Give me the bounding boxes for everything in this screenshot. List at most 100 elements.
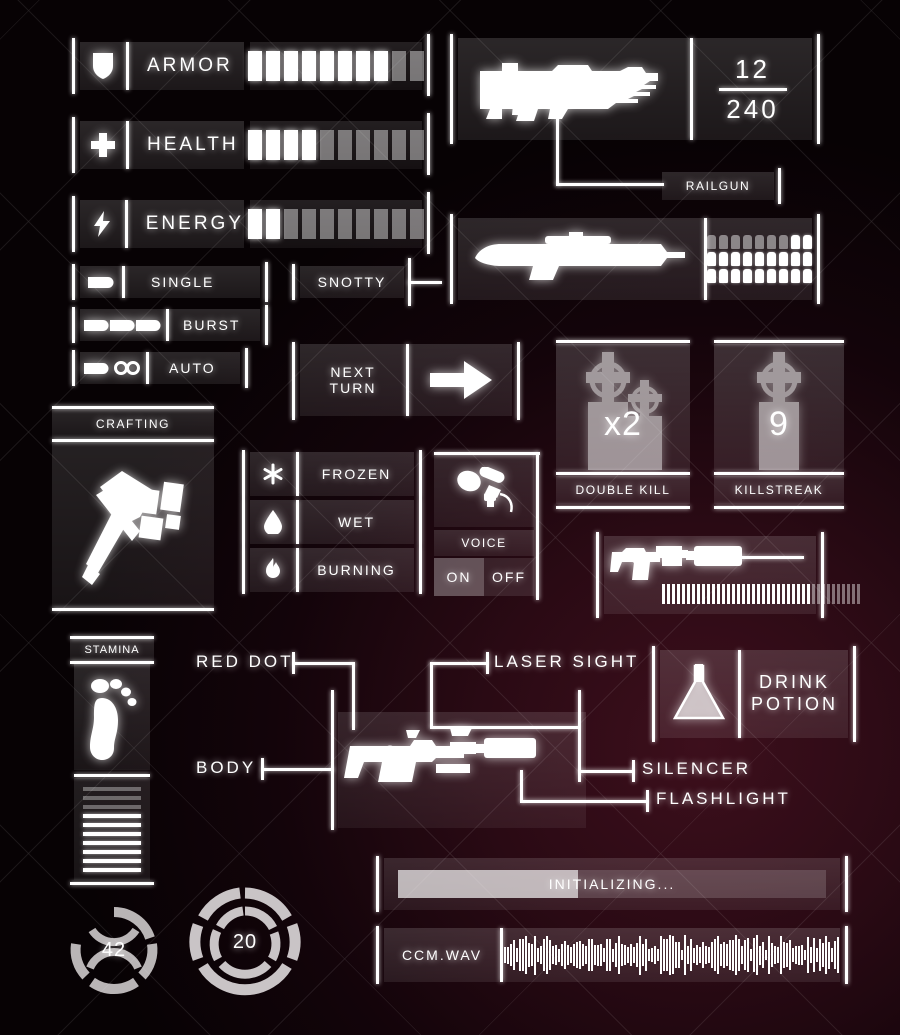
flashlight-leader-tick — [646, 790, 649, 812]
ammo-tick — [672, 584, 675, 604]
mid-rule — [556, 472, 690, 475]
gauge-left[interactable]: 42 — [64, 900, 164, 1000]
segment — [410, 130, 424, 160]
waveform-bar — [510, 944, 512, 966]
right-cap — [427, 113, 430, 175]
status-label-frozen: FROZEN — [321, 466, 392, 482]
stat-row-health[interactable]: HEALTH — [72, 113, 430, 175]
weapon-panel-sniper[interactable] — [450, 214, 820, 304]
single-plate: SINGLE — [80, 266, 260, 298]
waveform-bar — [678, 941, 680, 969]
segment — [374, 209, 388, 239]
waveform-bar — [651, 947, 653, 963]
waveform-bar — [705, 945, 707, 965]
ammo-tick — [722, 584, 725, 604]
waveform-bar — [735, 935, 737, 975]
gauge-right[interactable]: 20 — [188, 885, 302, 999]
waveform-bar — [642, 944, 644, 966]
waveform-bar — [720, 943, 722, 967]
voice-switch[interactable]: ON OFF — [434, 558, 534, 596]
fire-mode-label-single: SINGLE — [151, 274, 215, 290]
player-tag[interactable]: SNOTTY — [292, 258, 442, 306]
waveform-bar — [837, 936, 839, 974]
waveform-bar — [513, 940, 515, 970]
silencer-leader-tick — [632, 760, 635, 782]
waveform-bar — [627, 947, 629, 963]
waveform-bar — [588, 939, 590, 971]
red-dot-leader-v — [352, 662, 355, 730]
waveform-bar — [804, 949, 806, 961]
weapon-panel-railgun[interactable]: 12 240 — [450, 34, 820, 144]
segment — [302, 130, 316, 160]
status-effect-burning[interactable]: BURNING — [242, 546, 422, 594]
crafting-top-rule — [52, 406, 214, 409]
fire-mode-single[interactable]: SINGLE — [72, 262, 268, 302]
kill-card-double-kill[interactable]: x2 DOUBLE KILL — [556, 340, 690, 512]
shell — [803, 252, 812, 266]
energy-bar-plate — [248, 200, 424, 248]
armor-label: ARMOR — [147, 55, 233, 76]
status-effect-frozen[interactable]: FROZEN — [242, 450, 422, 498]
ammo-fraction-rule — [718, 87, 787, 91]
silencer-leader-h — [578, 770, 634, 773]
status-effect-wet[interactable]: WET — [242, 498, 422, 546]
ammo-tick — [742, 584, 745, 604]
ammo-tick — [842, 584, 845, 604]
waveform-bar — [789, 940, 791, 970]
stat-row-armor[interactable]: ARMOR — [72, 34, 430, 96]
burst-plate: BURST — [80, 309, 260, 341]
ammo-tick — [762, 584, 765, 604]
audio-waveform-widget[interactable]: CCM.WAV — [376, 926, 848, 984]
weapon-panel-smg[interactable] — [596, 532, 860, 618]
voice-toggle-widget[interactable]: VOICE ON OFF — [434, 452, 540, 600]
ammo-tick — [812, 584, 815, 604]
ammo-tick — [717, 584, 720, 604]
stamina-tick — [83, 822, 141, 827]
waveform-bar — [654, 945, 656, 965]
shell — [755, 235, 764, 249]
ammo-tick — [837, 584, 840, 604]
ammo-tick — [792, 584, 795, 604]
waveform-bar — [756, 935, 758, 975]
segment — [248, 209, 262, 239]
next-turn-button[interactable]: NEXT TURN — [292, 342, 520, 420]
stamina-panel[interactable]: STAMINA — [70, 636, 154, 886]
left-cap — [72, 307, 75, 343]
drink-potion-button[interactable]: DRINK POTION — [652, 646, 856, 742]
fire-mode-burst[interactable]: BURST — [72, 305, 268, 345]
hammer-icon — [78, 465, 188, 585]
waveform-bar — [591, 939, 593, 971]
waveform-bar — [807, 936, 809, 974]
health-label-plate: HEALTH — [80, 121, 244, 169]
ammo-tick — [802, 584, 805, 604]
right-cap — [245, 348, 248, 388]
waveform-bar — [819, 939, 821, 971]
mid-rule — [714, 472, 844, 475]
kill-card-killstreak[interactable]: 9 KILLSTREAK — [714, 340, 844, 512]
shell — [767, 269, 776, 283]
segment — [266, 130, 280, 160]
segment — [338, 209, 352, 239]
waveform-bar — [723, 941, 725, 969]
killstreak-title-bar: KILLSTREAK — [714, 476, 844, 504]
segment — [338, 130, 352, 160]
water-drop-icon — [250, 510, 296, 534]
energy-segment-bar — [248, 209, 424, 239]
shell — [779, 269, 788, 283]
bottom-rule — [556, 506, 690, 509]
waveform-bar — [786, 943, 788, 967]
waveform-bar — [639, 935, 641, 975]
segment — [248, 51, 262, 81]
voice-off-option[interactable]: OFF — [484, 558, 534, 596]
gravestone-icon — [714, 352, 844, 470]
shell — [743, 252, 752, 266]
waveform-bar — [546, 935, 548, 975]
stamina-tick — [83, 867, 141, 872]
fire-mode-auto[interactable]: AUTO — [72, 348, 248, 388]
ammo-tick — [757, 584, 760, 604]
voice-on-option[interactable]: ON — [434, 558, 484, 596]
sniper-shell-rack — [707, 235, 812, 283]
shell — [719, 235, 728, 249]
crafting-panel[interactable]: CRAFTING — [52, 406, 214, 614]
stat-row-energy[interactable]: ENERGY — [72, 192, 430, 254]
